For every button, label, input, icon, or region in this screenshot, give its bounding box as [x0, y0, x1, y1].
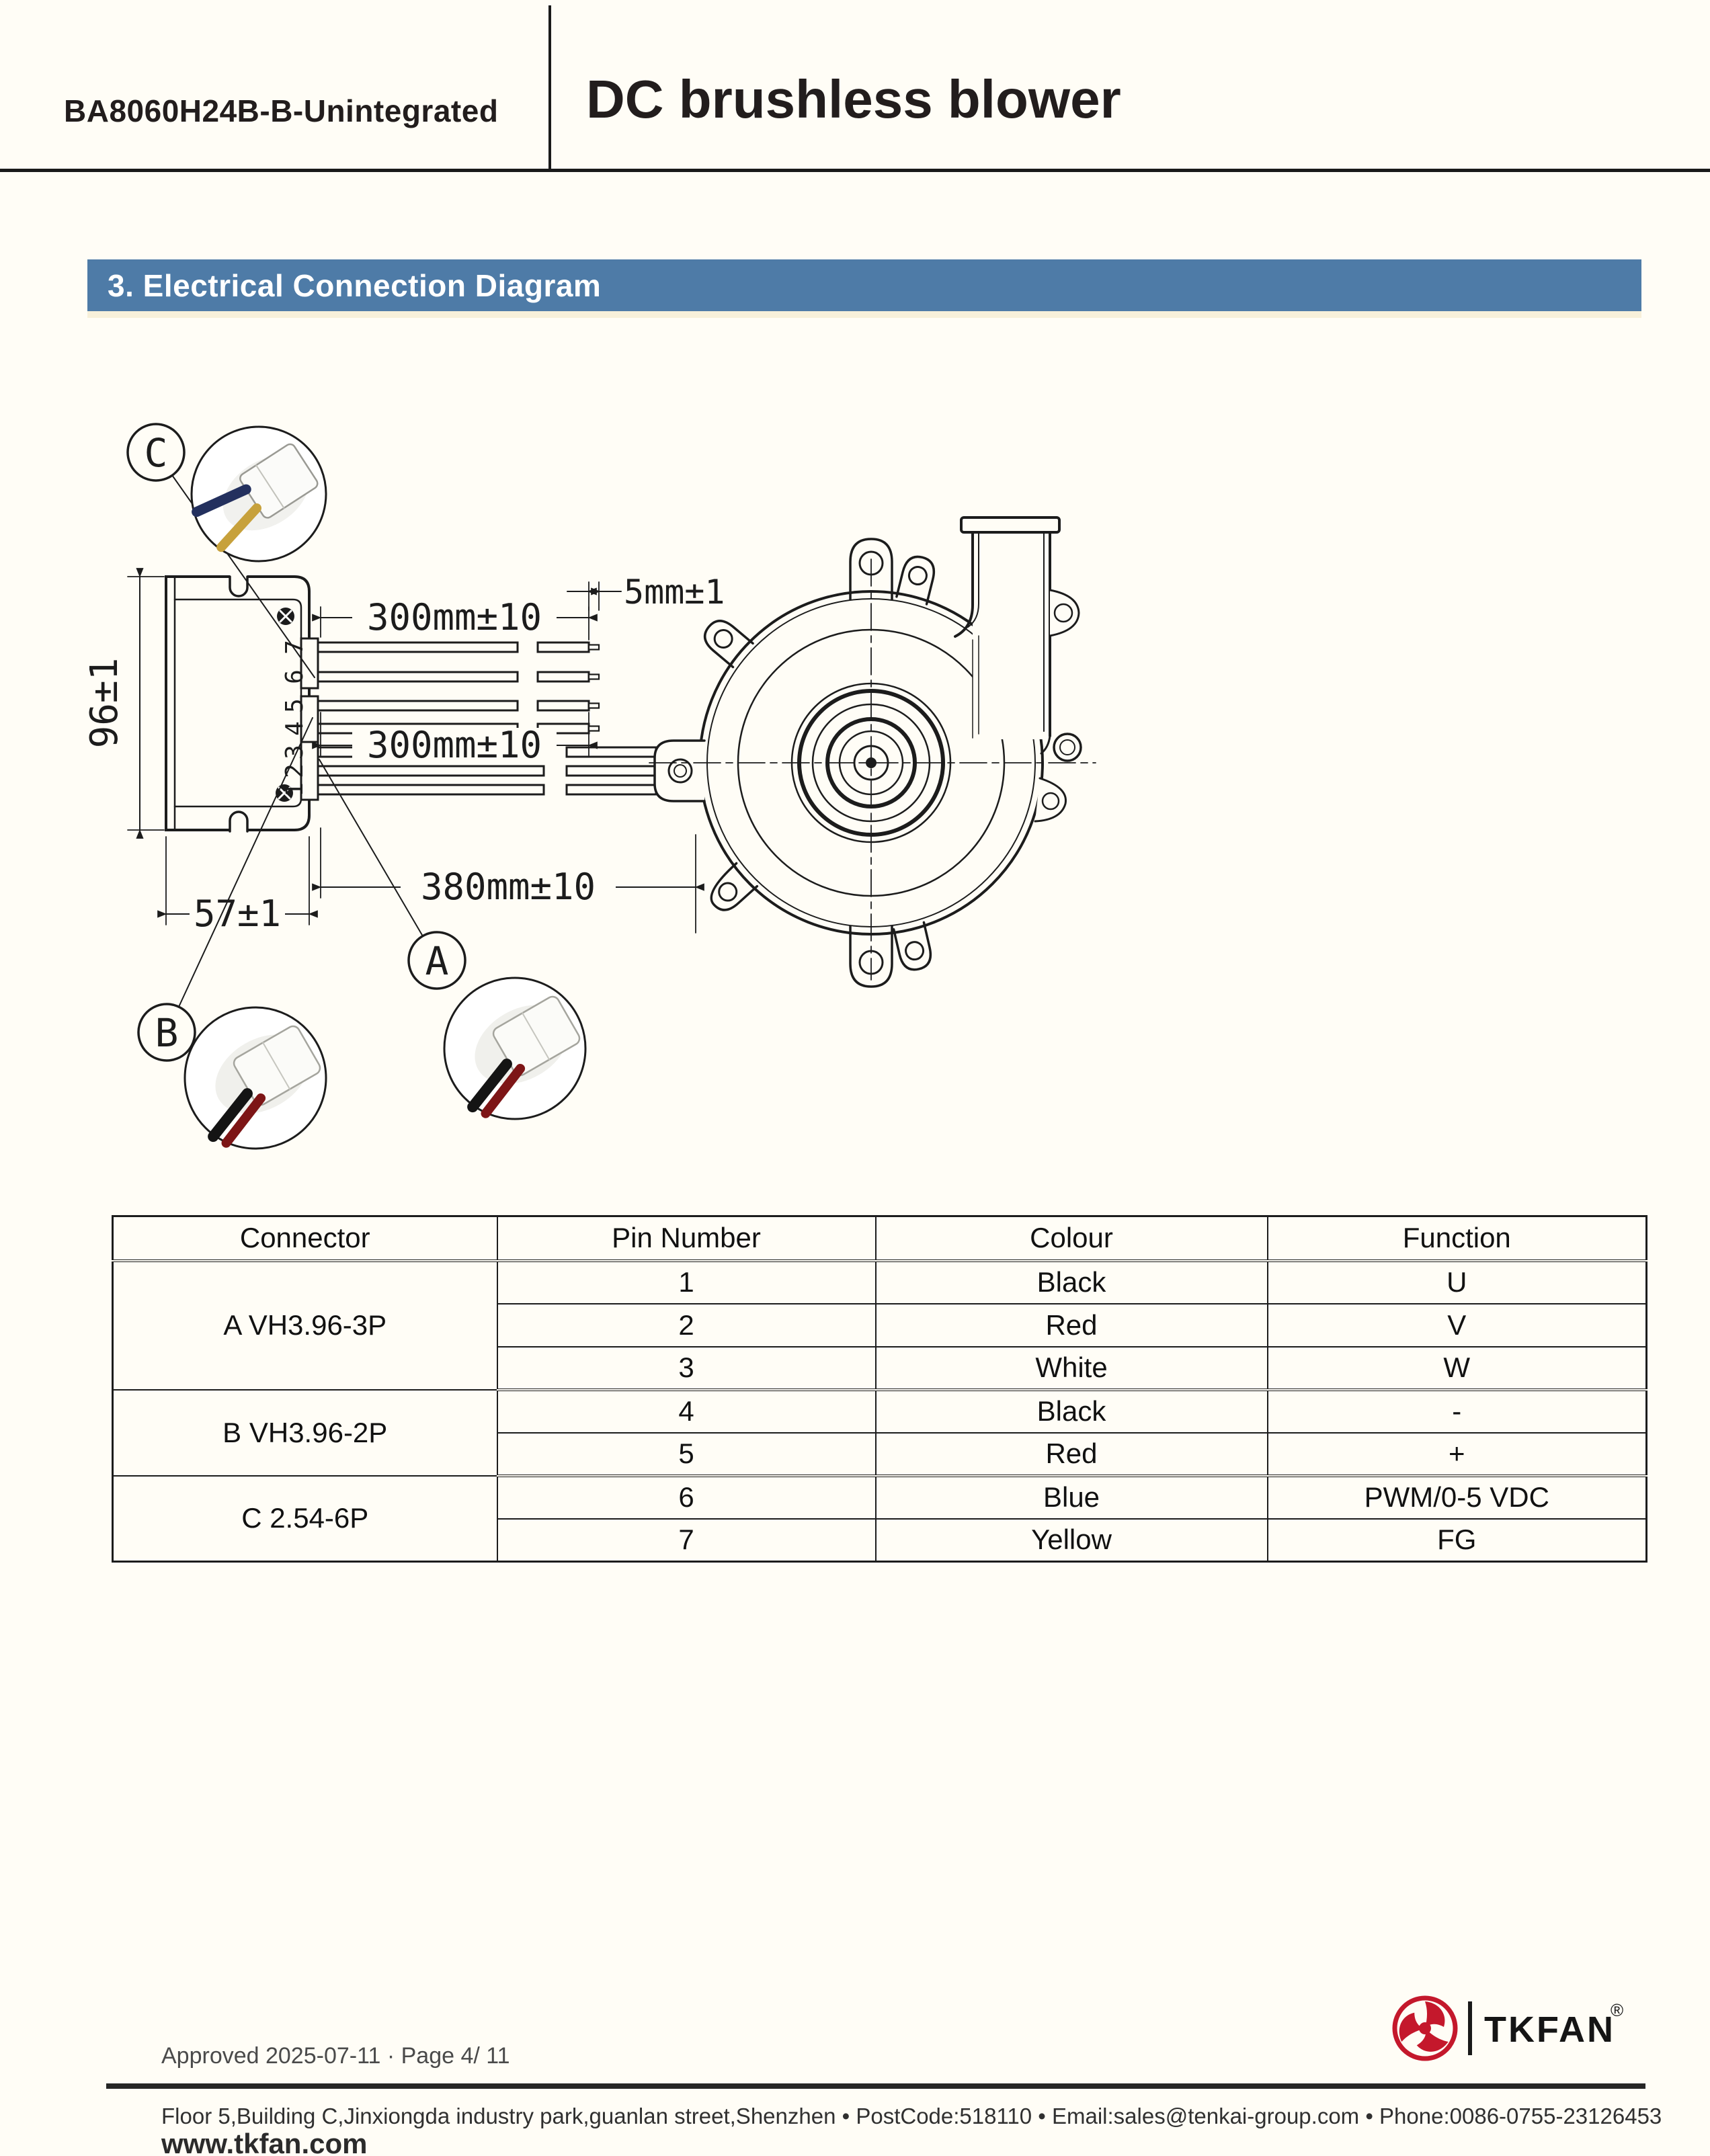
connector-group-b: B VH3.96-2P — [112, 1388, 498, 1477]
connector-group-c: C 2.54-6P — [112, 1475, 498, 1563]
callouts: C B A — [126, 423, 587, 1150]
table-row: 7 Yellow FG — [113, 1518, 1647, 1563]
function-cell: PWM/0-5 VDC — [1266, 1475, 1647, 1520]
website-link[interactable]: www.tkfan.com — [161, 2128, 368, 2156]
footer-rule — [106, 2083, 1645, 2089]
tkfan-logo-icon — [1391, 1995, 1458, 2061]
table-row: B VH3.96-2P 4 Black - — [112, 1388, 1647, 1477]
page-title: DC brushless blower — [586, 69, 1121, 129]
colour-cell: Black — [874, 1259, 1268, 1304]
table-row: A VH3.96-3P 1 Black U — [112, 1259, 1647, 1391]
pin-assignment-table: Connector Pin Number Colour Function A V… — [112, 1215, 1647, 1563]
pin-cell: 4 — [496, 1388, 877, 1434]
registered-mark: ® — [1611, 2000, 1623, 2020]
colour-cell: Red — [874, 1432, 1268, 1477]
pin-label: 4 — [281, 721, 309, 736]
pin-label: 5 — [281, 698, 309, 713]
function-cell: FG — [1266, 1518, 1647, 1563]
table-row: C 2.54-6P 6 Blue PWM/0-5 VDC — [112, 1475, 1647, 1563]
approval-line: Approved 2025-07-11 · Page 4/ 11 — [161, 2043, 510, 2069]
pin-cell: 2 — [496, 1302, 877, 1348]
dim-lead300-top: 300mm±10 — [367, 596, 542, 638]
callout-b-label: B — [155, 1010, 179, 1056]
pin-label: 3 — [281, 745, 309, 759]
screw-icon — [277, 608, 294, 625]
section-title: 3. Electrical Connection Diagram — [108, 267, 602, 303]
pin-label: 7 — [281, 640, 309, 655]
connector-blocks — [300, 637, 319, 801]
blower-front-view — [649, 516, 1096, 988]
colour-cell: White — [874, 1345, 1268, 1391]
blower-side-view — [165, 575, 311, 833]
pin-label: 1 — [281, 782, 309, 797]
colour-cell: Black — [874, 1388, 1268, 1434]
logo-divider — [1468, 2001, 1472, 2055]
pin-cell: 3 — [496, 1345, 877, 1391]
function-cell: + — [1266, 1432, 1647, 1477]
section-header: 3. Electrical Connection Diagram — [87, 259, 1641, 311]
function-cell: - — [1266, 1388, 1647, 1434]
table-row: 5 Red + — [113, 1432, 1647, 1477]
product-code: BA8060H24B-B-Unintegrated — [64, 93, 499, 128]
pin-label: 6 — [281, 669, 309, 684]
colour-cell: Yellow — [874, 1518, 1268, 1563]
callout-c-label: C — [145, 430, 168, 476]
table-header-row: Connector Pin Number Colour Function — [112, 1215, 1647, 1262]
section-header-shadow — [87, 311, 1641, 318]
function-cell: W — [1266, 1345, 1647, 1391]
pin-cell: 6 — [496, 1475, 877, 1520]
connector-photo-a — [443, 977, 587, 1120]
centerlines — [649, 558, 1096, 981]
wire-entry-ear — [653, 739, 706, 802]
dim-strip: 5mm±1 — [624, 573, 725, 612]
dim-lead380: 380mm±10 — [421, 866, 596, 908]
pin-cell: 7 — [496, 1518, 877, 1563]
company-logo: TKFAN ® — [1391, 1995, 1623, 2061]
function-cell: U — [1266, 1259, 1647, 1304]
connector-photo-c — [190, 425, 327, 563]
function-cell: V — [1266, 1302, 1647, 1348]
outlet-duct — [954, 516, 1061, 755]
lead-wires — [316, 641, 657, 796]
dim-depth: 57±1 — [194, 893, 281, 935]
pin-cell: 5 — [496, 1432, 877, 1477]
pin-numbers: 7 6 5 4 3 2 1 — [281, 640, 309, 797]
header-rule — [0, 169, 1710, 172]
col-connector: Connector — [112, 1215, 498, 1262]
colour-cell: Red — [874, 1302, 1268, 1348]
col-pin-number: Pin Number — [496, 1215, 877, 1262]
header-divider — [548, 5, 551, 169]
brand-name: TKFAN — [1484, 2009, 1615, 2050]
pin-cell: 1 — [496, 1259, 877, 1304]
dimensions: 96±1 57±1 300mm±10 300mm±10 380mm±10 5mm… — [83, 568, 725, 935]
col-function: Function — [1266, 1215, 1647, 1262]
pin-label: 2 — [281, 763, 309, 778]
company-address: Floor 5,Building C,Jinxiongda industry p… — [161, 2104, 1662, 2128]
dim-height: 96±1 — [83, 658, 126, 749]
col-colour: Colour — [874, 1215, 1268, 1262]
connector-group-a: A VH3.96-3P — [112, 1259, 498, 1391]
connector-photo-b — [184, 1006, 327, 1150]
dim-lead300-mid: 300mm±10 — [367, 724, 542, 766]
colour-cell: Blue — [874, 1475, 1268, 1520]
table-row: 3 White W — [113, 1345, 1647, 1391]
callout-a-label: A — [425, 938, 449, 984]
table-row: 2 Red V — [113, 1302, 1647, 1348]
